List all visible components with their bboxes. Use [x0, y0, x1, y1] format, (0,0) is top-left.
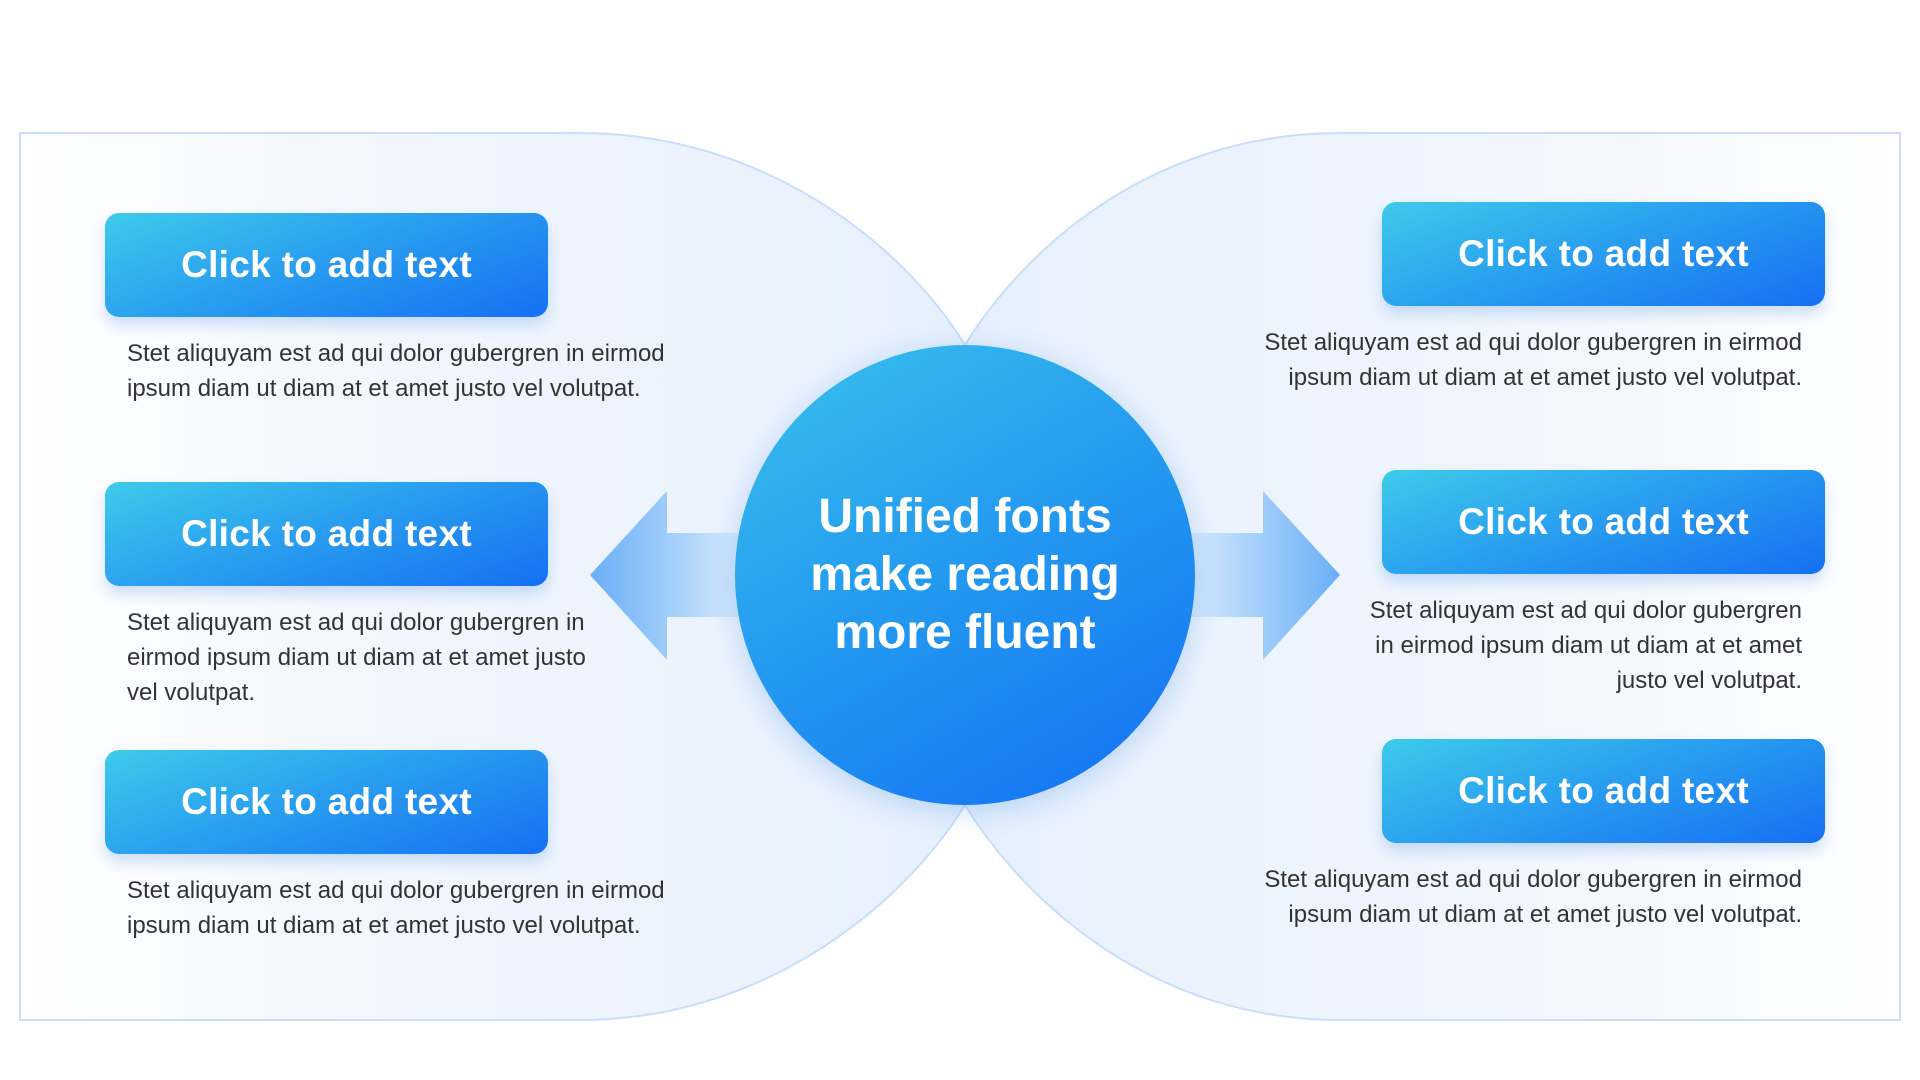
left-description-1: Stet aliquyam est ad qui dolor gubergren… — [127, 340, 665, 402]
left-description-3: Stet aliquyam est ad qui dolor gubergren… — [127, 877, 665, 939]
right-description-1: Stet aliquyam est ad qui dolor gubergren… — [1264, 329, 1802, 391]
center-circle[interactable]: Unified fonts make reading more fluent — [735, 345, 1195, 805]
right-button-3[interactable]: Click to add text — [1382, 739, 1825, 843]
right-arrow-shape — [1185, 491, 1340, 660]
left-arrow-shape — [590, 491, 745, 660]
left-button-1[interactable]: Click to add text — [105, 213, 548, 317]
right-button-1[interactable]: Click to add text — [1382, 202, 1825, 306]
right-description-2: Stet aliquyam est ad qui dolor gubergren… — [1369, 597, 1802, 694]
left-button-3[interactable]: Click to add text — [105, 750, 548, 854]
center-title: Unified fonts make reading more fluent — [810, 490, 1120, 659]
left-description-2: Stet aliquyam est ad qui dolor gubergren… — [127, 609, 586, 706]
right-description-3: Stet aliquyam est ad qui dolor gubergren… — [1264, 866, 1802, 928]
left-button-2[interactable]: Click to add text — [105, 482, 548, 586]
right-button-2[interactable]: Click to add text — [1382, 470, 1825, 574]
